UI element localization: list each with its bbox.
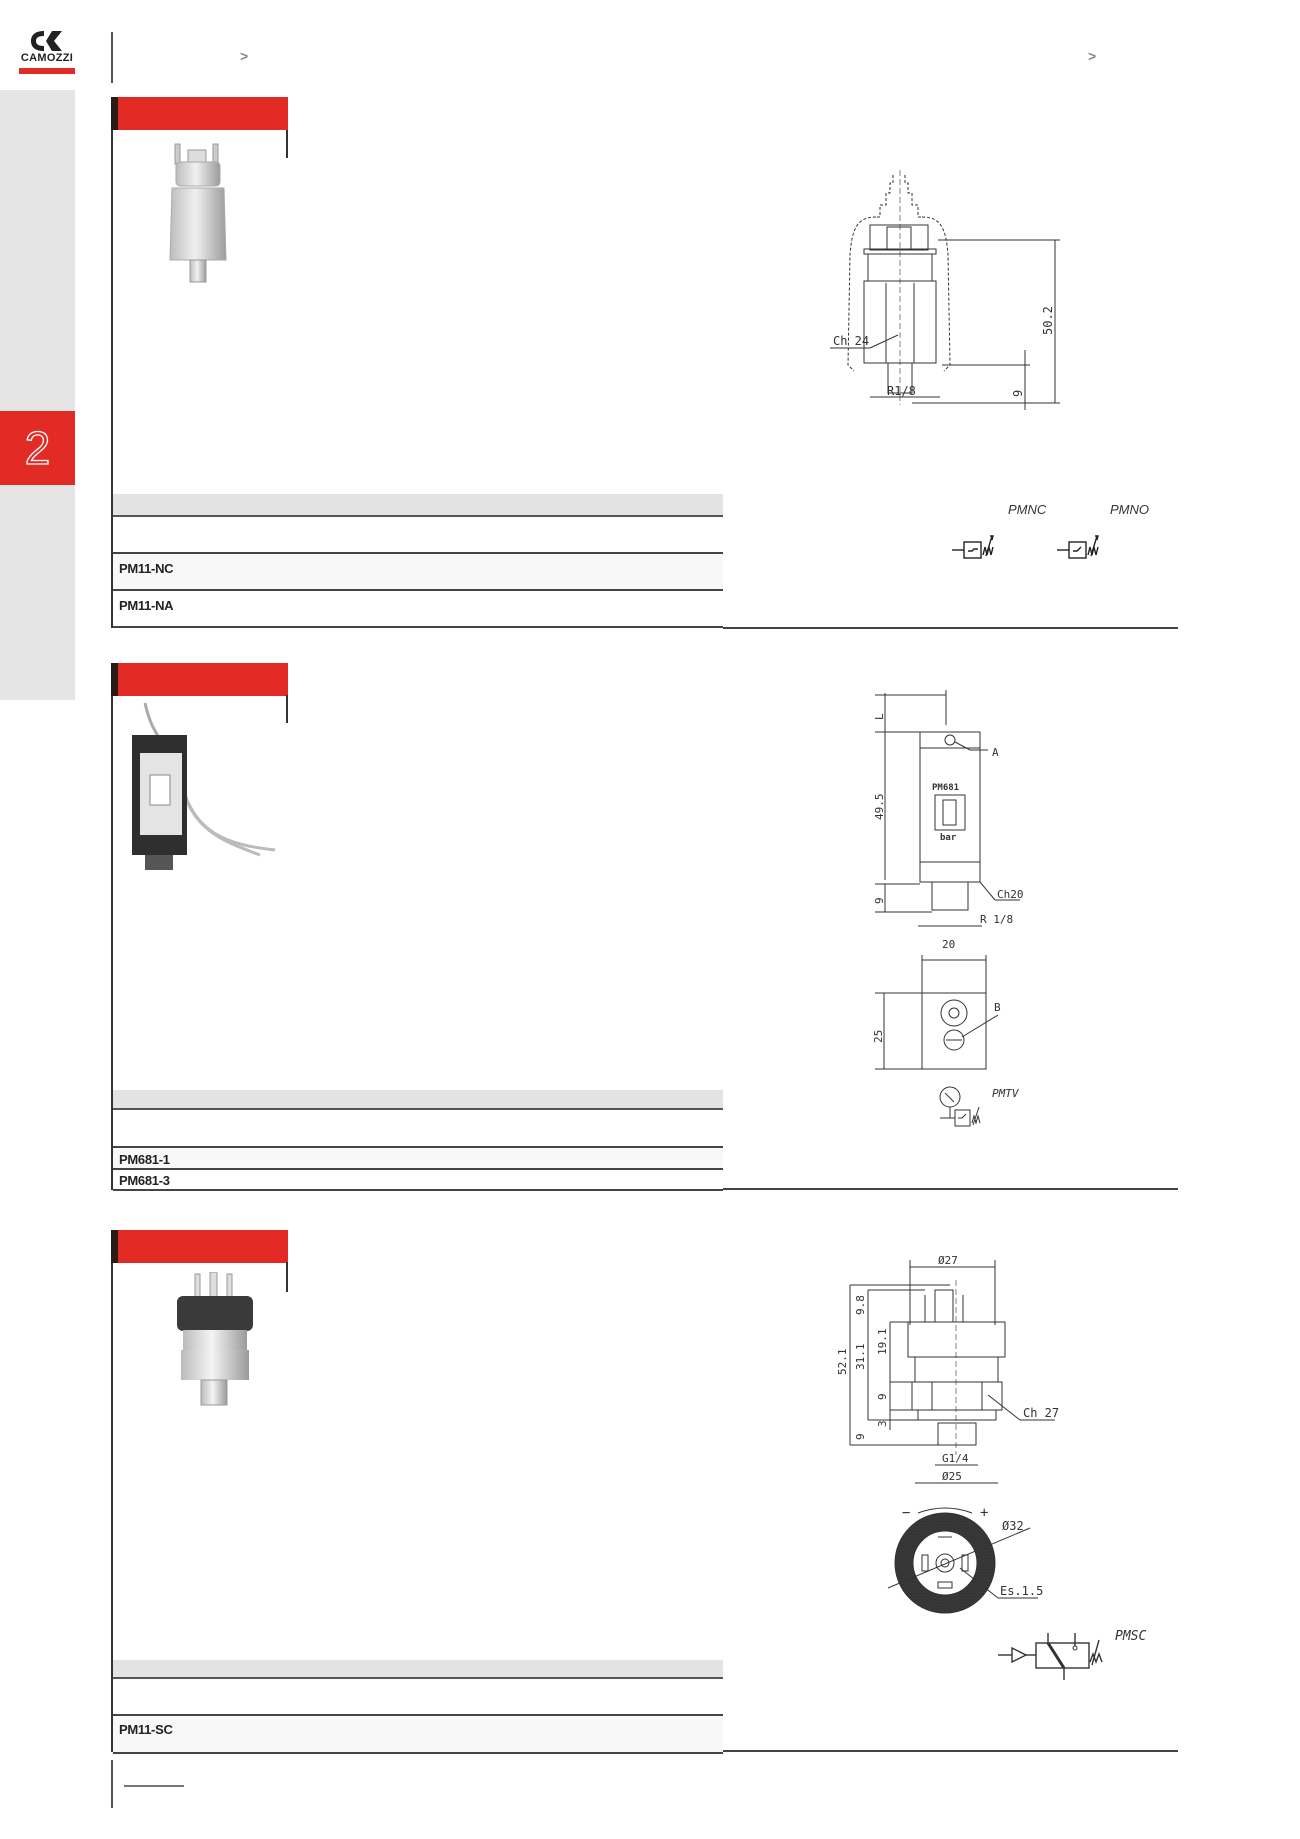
table-row[interactable]: PM681-3	[113, 1170, 723, 1191]
technical-drawing-pm11sc: Ø27 52.1 31.1 9.8 19.1 9 3 9 Ch 27 G1/4 …	[836, 1255, 1059, 1484]
technical-drawing-pm681-top: B 25 PMTV	[872, 955, 1020, 1127]
label-hex-height: 9	[876, 1393, 889, 1400]
label-thread-length: 9	[854, 1433, 867, 1440]
section-title-bar	[111, 663, 288, 696]
section-divider	[723, 1750, 1178, 1752]
chapter-number[interactable]: 2	[0, 411, 75, 485]
table-row[interactable]: PM11-NC	[113, 554, 723, 591]
product-photo-pm11sc	[177, 1272, 253, 1406]
label-collar: 3	[876, 1420, 889, 1427]
label-height: 50.2	[1041, 306, 1055, 335]
label-minus: −	[902, 1505, 910, 1521]
section-border	[111, 97, 113, 628]
section-border	[111, 663, 113, 1190]
label-width: 20	[942, 938, 955, 950]
table-row[interactable]: PM11-NA	[113, 591, 723, 628]
label-total: 52.1	[836, 1349, 849, 1376]
product-table-pm11sc: PM11-SC	[113, 1660, 723, 1754]
unit-label: bar	[940, 833, 957, 843]
breadcrumb-separator: >	[240, 48, 249, 64]
callout-b: B	[994, 1001, 1001, 1014]
chapter-side-tab	[0, 90, 75, 700]
table-row-spec	[113, 1110, 723, 1148]
table-row-spec	[113, 517, 723, 554]
label-diam-top: Ø27	[938, 1255, 958, 1267]
label-knob: 19.1	[876, 1329, 889, 1356]
label-depth: 25	[872, 1030, 885, 1043]
table-row[interactable]: PM11-SC	[113, 1716, 723, 1754]
footer-divider	[111, 1760, 113, 1808]
brand-bar	[19, 68, 75, 74]
technical-drawing-pm681: A PM681 bar Ch20 R 1/8 49.5 9 L 20	[873, 690, 1024, 950]
product-photo-pm11	[169, 143, 227, 283]
title-bar-edge	[286, 695, 288, 723]
table-header	[113, 1090, 723, 1110]
product-table-pm681: PM681-1 PM681-3	[113, 1090, 723, 1191]
callout-a: A	[992, 746, 999, 759]
table-header	[113, 1660, 723, 1679]
label-diam-base: Ø25	[942, 1470, 962, 1483]
label-thread-length: 9	[1011, 390, 1025, 397]
label-hex: Ch 27	[1023, 1406, 1059, 1420]
section-divider	[723, 1188, 1178, 1190]
table-row-spec	[113, 1679, 723, 1716]
symbol-label-pmsc: PMSC	[1115, 1629, 1146, 1644]
technical-drawing-pm11sc-top: − + Ø32 Es.1.5 PMSC	[887, 1505, 1146, 1680]
pmno-switch-symbol-icon	[1057, 535, 1099, 559]
section-divider	[723, 627, 1178, 629]
label-pins: 9.8	[854, 1295, 867, 1315]
section-title-bar	[111, 97, 288, 130]
product-table-pm11: PM11-NC PM11-NA	[113, 494, 723, 628]
label-thread: G1/4	[942, 1452, 969, 1465]
title-bar-edge	[286, 1262, 288, 1292]
label-cable-length: L	[873, 713, 886, 720]
label-knob-diam: Ø32	[1002, 1519, 1024, 1533]
table-row[interactable]: PM681-1	[113, 1148, 723, 1170]
camozzi-logo-icon	[31, 31, 62, 51]
brand-name: CAMOZZI	[20, 52, 74, 64]
product-photo-pm681	[132, 702, 276, 870]
technical-drawing-pm11: Ch 24 R1/8 50.2 9	[830, 170, 1060, 410]
section-title-bar	[111, 1230, 288, 1263]
label-body: 31.1	[854, 1344, 867, 1371]
breadcrumb-separator: >	[1088, 48, 1097, 64]
symbol-label-pmnc: PMNC	[1008, 502, 1047, 517]
label-thread-length: 9	[873, 897, 886, 904]
label-body-height: 49.5	[873, 794, 886, 821]
footer-rule	[124, 1785, 184, 1787]
model-label: PM681	[932, 783, 959, 793]
label-thread: R 1/8	[980, 913, 1013, 926]
label-hex: Ch20	[997, 888, 1024, 901]
section-border	[111, 1230, 113, 1752]
label-hex: Ch 24	[833, 334, 869, 348]
title-bar-edge	[286, 130, 288, 158]
header-divider	[111, 32, 113, 83]
label-es: Es.1.5	[1000, 1584, 1043, 1598]
symbol-label-pmtv: PMTV	[992, 1087, 1020, 1100]
table-header	[113, 494, 723, 517]
pmnc-switch-symbol-icon	[952, 535, 994, 559]
label-thread: R1/8	[887, 384, 916, 398]
symbol-label-pmno: PMNO	[1110, 502, 1149, 517]
label-plus: +	[980, 1505, 988, 1521]
camozzi-logo: CAMOZZI	[18, 30, 76, 76]
